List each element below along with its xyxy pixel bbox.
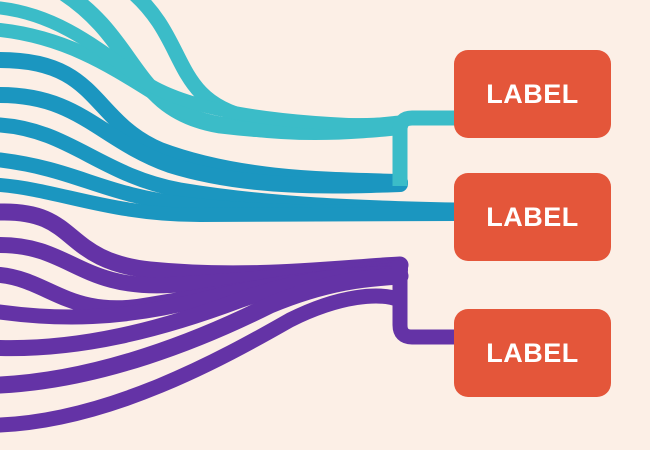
teal-stream (0, 1, 407, 133)
purple-stream (0, 288, 408, 433)
label-box-1: LABEL (454, 50, 611, 138)
label-text-2: LABEL (486, 201, 579, 232)
label-text-3: LABEL (486, 337, 579, 368)
connector-line-top (392, 110, 455, 186)
blue-stream-group (0, 52, 463, 223)
blue-stream (0, 87, 408, 194)
connector-line-bottom (392, 262, 455, 345)
purple-stream-group (0, 203, 409, 433)
label-text-1: LABEL (486, 78, 579, 109)
teal-stream (0, 23, 407, 140)
teal-stream-group (0, 0, 409, 140)
purple-stream (0, 267, 409, 394)
label-box-3: LABEL (454, 309, 611, 397)
blue-stream (0, 178, 462, 223)
label-box-2: LABEL (454, 173, 611, 261)
